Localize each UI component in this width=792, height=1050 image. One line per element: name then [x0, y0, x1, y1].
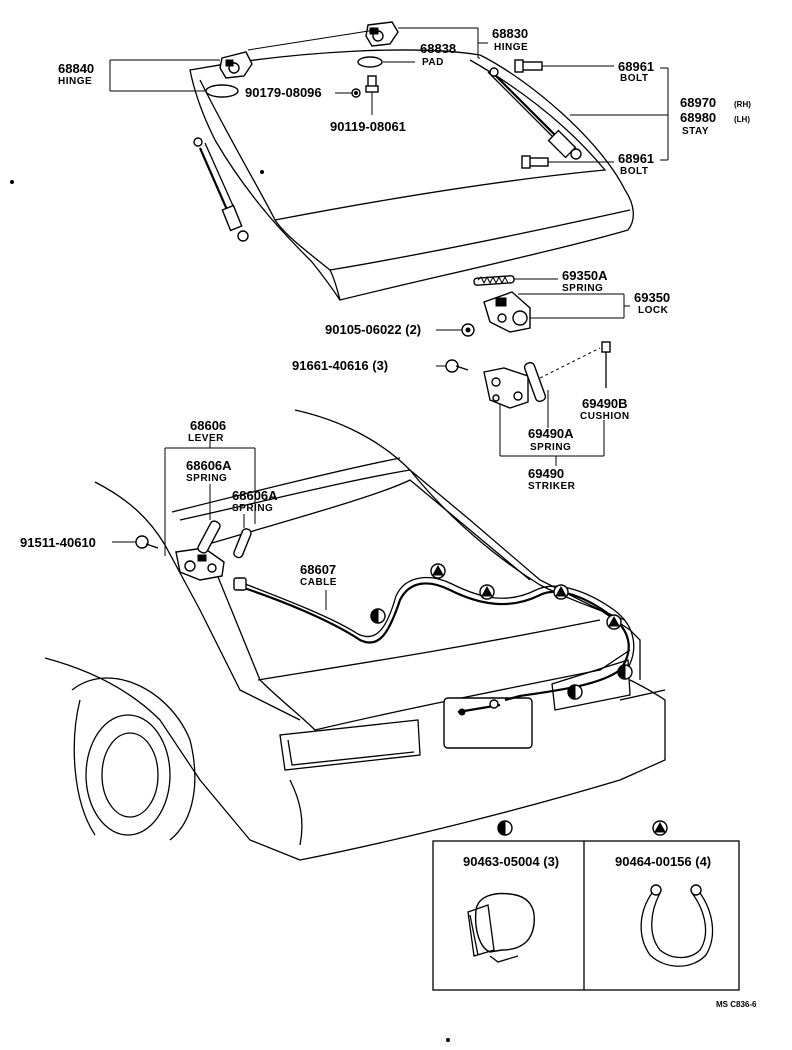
label-stay-rh-pn: 68970	[680, 95, 716, 110]
label-hinge-left-pn: 68840	[58, 61, 94, 76]
clip-marker-half-2	[617, 664, 633, 680]
stay-rh	[487, 67, 582, 160]
pad-left	[205, 84, 239, 98]
label-lock-spring-nm: SPRING	[562, 283, 603, 294]
label-pad-nm: PAD	[422, 57, 444, 68]
lock-screw	[461, 323, 475, 337]
label-lock-nm: LOCK	[638, 305, 669, 316]
clip-marker-tri-3	[553, 584, 569, 600]
cushion	[601, 341, 611, 388]
label-stay-rh-side: (RH)	[734, 100, 751, 109]
hinge-left	[219, 51, 253, 79]
label-cushion-pn: 69490B	[582, 396, 628, 411]
label-striker-pn: 69490	[528, 466, 564, 481]
clip-marker-tri-2	[479, 584, 495, 600]
label-lever-screw-pn: 91511-40610	[20, 535, 96, 550]
striker-assembly	[483, 367, 529, 409]
striker-screw	[445, 359, 469, 373]
label-lever-nm: LEVER	[188, 433, 224, 444]
leader-lines-lock	[436, 278, 630, 466]
label-hinge-left-nm: HINGE	[58, 76, 92, 87]
cable	[233, 576, 635, 702]
label-striker-nm: STRIKER	[528, 481, 576, 492]
nut	[351, 88, 361, 98]
stray-mark	[10, 180, 14, 184]
label-lock-spring-pn: 69350A	[562, 268, 608, 283]
label-lever-spring1-nm: SPRING	[186, 473, 227, 484]
striker-spring	[523, 361, 547, 403]
clip-marker-half-3	[567, 684, 583, 700]
label-lever-spring1-pn: 68606A	[186, 458, 232, 473]
clip-tri-symbol	[652, 820, 668, 836]
lever-screw	[135, 535, 159, 549]
clip-marker-tri-4	[606, 614, 622, 630]
label-bolt-top-pn: 68961	[618, 59, 654, 74]
label-cable-nm: CABLE	[300, 577, 337, 588]
label-cushion-nm: CUSHION	[580, 411, 630, 422]
label-clip-half-pn: 90463-05004 (3)	[463, 854, 559, 869]
clip-marker-half-1	[370, 608, 386, 624]
label-nut-pn: 90179-08096	[245, 85, 322, 100]
back-door-panel	[189, 49, 634, 301]
label-hinge-upper-nm: HINGE	[494, 42, 528, 53]
lever-assembly	[175, 547, 225, 581]
hinge-bolt	[365, 75, 379, 93]
label-striker-spring-nm: SPRING	[530, 442, 571, 453]
stay-lh	[193, 137, 249, 242]
clip-marker-tri-1	[430, 563, 446, 579]
label-lock-screw-pn: 90105-06022 (2)	[325, 322, 421, 337]
label-lever-spring2-pn: 68606A	[232, 488, 278, 503]
stay-bolt-bottom	[521, 155, 549, 169]
lock-assembly	[483, 291, 531, 333]
label-bolt-bottom-pn: 68961	[618, 151, 654, 166]
stay-bolt-top	[514, 59, 543, 73]
figure-code: MS C836-6	[716, 1000, 757, 1009]
clip-detail-box	[432, 840, 740, 991]
label-hinge-upper-pn: 68830	[492, 26, 528, 41]
label-hinge-bolt-pn: 90119-08061	[330, 119, 406, 134]
label-bolt-bottom-nm: BOLT	[620, 166, 648, 177]
leader-lines-upper	[109, 27, 669, 163]
label-stay-nm: STAY	[682, 126, 709, 137]
label-lock-pn: 69350	[634, 290, 670, 305]
label-lever-pn: 68606	[190, 418, 226, 433]
label-stay-lh-pn: 68980	[680, 110, 716, 125]
label-stay-lh-side: (LH)	[734, 115, 750, 124]
label-bolt-top-nm: BOLT	[620, 73, 648, 84]
label-cable-pn: 68607	[300, 562, 336, 577]
leader-lines-lever	[112, 440, 327, 610]
clip-half-symbol	[497, 820, 513, 836]
label-lever-spring2-nm: SPRING	[232, 503, 273, 514]
lever-spring-1	[197, 520, 221, 554]
label-clip-tri-pn: 90464-00156 (4)	[615, 854, 711, 869]
car-body	[44, 409, 666, 1042]
lever-spring-2	[233, 528, 252, 559]
lock-spring	[473, 275, 515, 286]
label-striker-screw-pn: 91661-40616 (3)	[292, 358, 388, 373]
hinge-upper	[365, 21, 399, 47]
clip-half-round	[467, 892, 535, 963]
label-striker-spring-pn: 69490A	[528, 426, 574, 441]
clip-ring	[640, 884, 714, 967]
label-pad-pn: 68838	[420, 41, 456, 56]
pad	[357, 56, 383, 68]
